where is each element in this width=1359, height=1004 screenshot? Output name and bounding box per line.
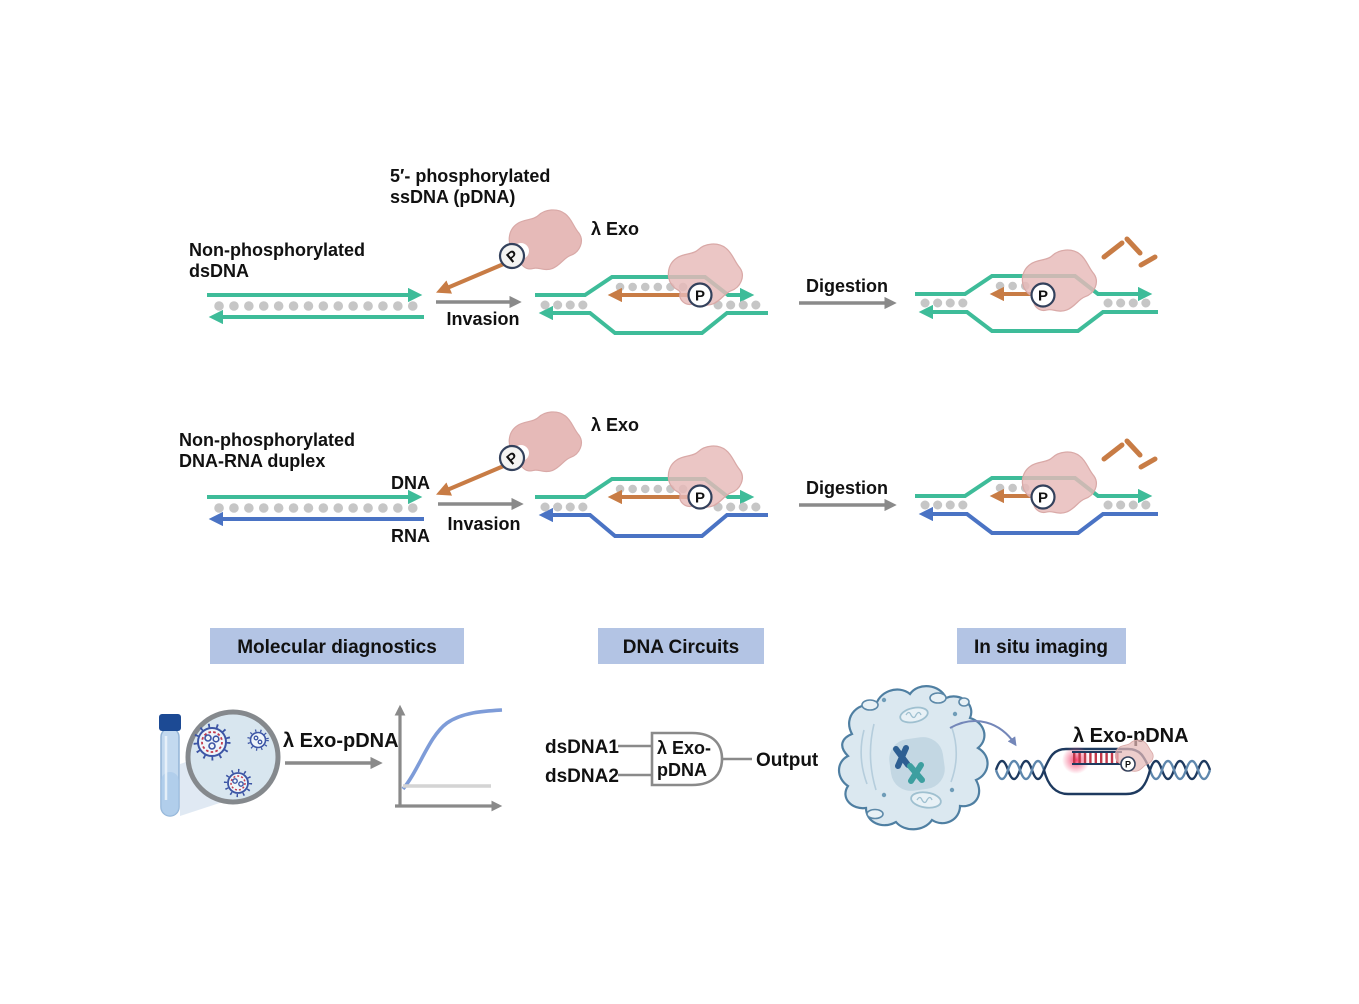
row2-enzyme-label: λ Exo — [591, 415, 639, 435]
digested-fragments-icon — [1101, 438, 1158, 470]
phosphate-badge: P — [1120, 756, 1136, 772]
row1-substrate-label-line2: dsDNA — [189, 261, 249, 281]
pdna-strand-arrow — [436, 261, 507, 294]
diagnostics-header: Molecular diagnostics — [237, 637, 437, 658]
bottom-strand — [538, 305, 768, 335]
mitochondrion-icon — [899, 706, 929, 724]
row2-dna-rna-duplex — [207, 489, 424, 527]
cell-dot — [881, 792, 887, 798]
pdna-label-line2: ssDNA (pDNA) — [390, 187, 515, 207]
zoom-connector-arrow — [949, 720, 1017, 747]
row1-free-enzyme-pdna: P λ Exo — [436, 209, 639, 294]
dna-helix — [1148, 759, 1212, 781]
circuit-output-label: Output — [756, 750, 819, 771]
phosphate-label: P — [1038, 288, 1048, 305]
cell-illustration — [837, 685, 989, 831]
diagnostics-reagent-label: λ Exo-pDNA — [283, 730, 399, 752]
dna-helix — [994, 759, 1046, 781]
phosphate-badge: P — [687, 484, 713, 510]
diagnostics-panel: λ Exo-pDNA — [159, 704, 503, 817]
cell-dot — [952, 711, 958, 717]
vesicle — [861, 699, 879, 711]
phosphate-badge: P — [1030, 282, 1056, 308]
mitochondrion-icon — [910, 791, 942, 809]
rna-bottom-strand — [538, 507, 768, 538]
row2-invaded-complex: P — [535, 445, 768, 538]
cytoplasm-line — [860, 729, 868, 785]
circuit-input2-label: dsDNA2 — [545, 766, 619, 787]
row1-digestion-label: Digestion — [806, 276, 888, 296]
row2-digestion-label: Digestion — [806, 478, 888, 498]
virus-icon — [223, 768, 253, 798]
imaging-panel: λ Exo-pDNA P — [837, 685, 1212, 831]
virus-icon — [193, 723, 231, 761]
cell-dot — [949, 787, 955, 793]
phosphate-badge: P — [1030, 484, 1056, 510]
sample-magnifier-circle — [185, 709, 281, 805]
gate-label-line2: pDNA — [657, 760, 707, 780]
top-strand — [535, 477, 755, 505]
circuits-header-box — [598, 628, 764, 664]
phosphate-label: P — [695, 490, 705, 507]
row2-free-enzyme-pdna: P λ Exo — [436, 411, 639, 496]
phosphate-label: P — [1038, 490, 1048, 507]
row2-invasion-label: Invasion — [447, 514, 520, 534]
row1-dsdna-duplex — [207, 287, 424, 325]
rna-bottom-strand — [918, 506, 1158, 535]
phosphate-badge: P — [498, 242, 526, 270]
row2-digestion-product: P — [915, 438, 1158, 535]
row2-substrate-label-line1: Non-phosphorylated — [179, 430, 355, 450]
imaging-header-box — [957, 628, 1126, 664]
cell-dot — [881, 697, 887, 703]
bottom-strand — [918, 304, 1158, 333]
application-headers: Molecular diagnostics DNA Circuits In si… — [210, 628, 1126, 664]
row2-dna-rna-scheme: Non-phosphorylated DNA-RNA duplex DNA RN… — [179, 411, 1158, 546]
dna-helix — [1148, 759, 1212, 781]
pdna-strand-arrow — [436, 463, 507, 496]
row2-digestion-step: Digestion — [799, 478, 897, 512]
signal-curve-graph — [394, 704, 503, 812]
row2-substrate-label-line2: DNA-RNA duplex — [179, 451, 325, 471]
rna-strand-label: RNA — [391, 526, 430, 546]
row1-substrate-label-line1: Non-phosphorylated — [189, 240, 365, 260]
row2-invasion-step: Invasion — [438, 497, 524, 534]
dna-strand-label: DNA — [391, 473, 430, 493]
vesicle — [866, 808, 884, 820]
row1-digestion-product: P — [915, 236, 1158, 333]
circuits-header: DNA Circuits — [623, 637, 739, 658]
vesicle — [929, 692, 947, 704]
positive-signal-curve — [401, 708, 503, 791]
diagnostics-header-box — [210, 628, 464, 664]
phosphate-badge: P — [498, 444, 526, 472]
phosphate-label: P — [695, 288, 705, 305]
bubble-bottom-strand — [1042, 769, 1152, 796]
test-tube-icon — [159, 714, 181, 817]
row1-invasion-step: Invasion — [436, 295, 522, 329]
cytoplasm-line — [950, 727, 958, 783]
imaging-header: In situ imaging — [974, 637, 1108, 658]
cytoplasm-line — [869, 723, 877, 791]
genomic-probe-diagram: P — [994, 739, 1212, 796]
top-strand — [535, 275, 755, 303]
pdna-label-line1: 5′- phosphorylated — [390, 166, 550, 186]
row1-dsdna-scheme: 5′- phosphorylated ssDNA (pDNA) Non-phos… — [189, 166, 1158, 335]
imaging-reagent-label: λ Exo-pDNA — [1073, 725, 1189, 747]
virus-icon — [247, 729, 269, 751]
chromosome-icon — [907, 762, 925, 784]
vesicle — [958, 697, 970, 707]
chromosome-icon — [893, 745, 911, 769]
circuit-input1-label: dsDNA1 — [545, 737, 619, 758]
row1-invaded-complex: P — [535, 243, 768, 335]
row1-enzyme-label: λ Exo — [591, 219, 639, 239]
circuits-panel: dsDNA1 dsDNA2 λ Exo- pDNA Output — [545, 731, 819, 787]
row1-invasion-label: Invasion — [446, 309, 519, 329]
gate-label-line1: λ Exo- — [657, 738, 711, 758]
row1-digestion-step: Digestion — [799, 276, 897, 310]
phosphate-label: P — [1125, 760, 1131, 770]
phosphate-badge: P — [687, 282, 713, 308]
digested-fragments-icon — [1101, 236, 1158, 268]
